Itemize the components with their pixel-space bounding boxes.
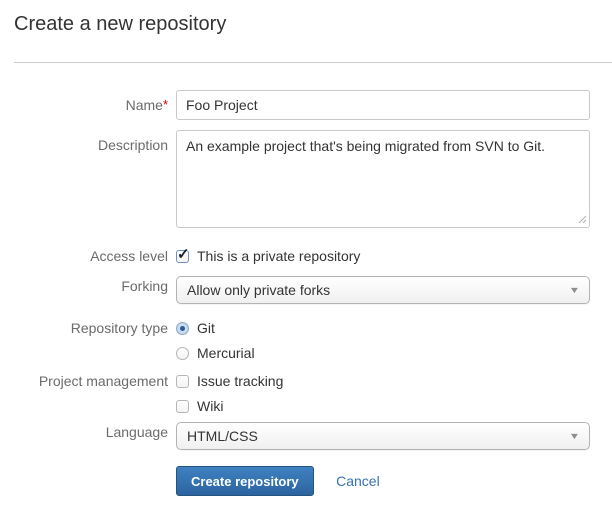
language-select[interactable]: HTML/CSS ▼ (176, 422, 590, 450)
repository-type-label: Repository type (70, 320, 168, 336)
forking-selected-value: Allow only private forks (187, 282, 331, 298)
repository-type-mercurial-label: Mercurial (197, 345, 255, 361)
private-repository-checkbox[interactable]: ✓ (176, 246, 190, 263)
name-input[interactable] (176, 90, 590, 120)
access-level-row: Access level ✓ This is a private reposit… (0, 246, 612, 266)
checkmark-icon: ✓ (177, 245, 190, 263)
actions-row: Create repository Cancel (0, 466, 612, 496)
wiki-checkbox[interactable]: ✓ (176, 399, 189, 413)
forking-row: Forking Allow only private forks ▼ (0, 276, 612, 304)
issue-tracking-checkbox[interactable]: ✓ (176, 374, 189, 388)
name-label: Name* (0, 90, 176, 120)
project-management-row: Project management ✓ Issue tracking ✓ Wi… (0, 371, 612, 416)
radio-dot-icon (180, 325, 185, 331)
description-textarea[interactable]: An example project that's being migrated… (176, 130, 590, 228)
wiki-label: Wiki (197, 398, 224, 414)
page-title: Create a new repository (14, 13, 227, 35)
access-level-label: Access level (90, 248, 168, 264)
divider (14, 62, 612, 63)
language-row: Language HTML/CSS ▼ (0, 422, 612, 450)
name-row: Name* (0, 90, 612, 120)
description-row: Description An example project that's be… (0, 130, 612, 228)
language-selected-value: HTML/CSS (187, 428, 258, 444)
forking-select[interactable]: Allow only private forks ▼ (176, 276, 590, 304)
required-asterisk: * (162, 97, 168, 112)
description-label: Description (97, 137, 168, 153)
cancel-link[interactable]: Cancel (336, 472, 380, 489)
repository-type-row: Repository type Git Mercurial (0, 318, 612, 363)
create-repository-form: Name* Description An example project tha… (0, 90, 612, 496)
issue-tracking-label: Issue tracking (197, 373, 284, 389)
repository-type-radio-git[interactable] (176, 321, 189, 335)
name-label-text: Name (125, 97, 163, 113)
resize-handle-icon[interactable] (578, 215, 587, 224)
create-repository-button[interactable]: Create repository (176, 466, 314, 496)
dropdown-arrow-icon: ▼ (568, 285, 581, 295)
repository-type-git-label: Git (197, 320, 215, 336)
project-management-label: Project management (38, 373, 168, 389)
language-label: Language (105, 424, 168, 440)
forking-label: Forking (121, 278, 168, 294)
private-repository-label: This is a private repository (197, 248, 361, 264)
dropdown-arrow-icon: ▼ (568, 431, 581, 441)
repository-type-radio-mercurial[interactable] (176, 346, 189, 360)
